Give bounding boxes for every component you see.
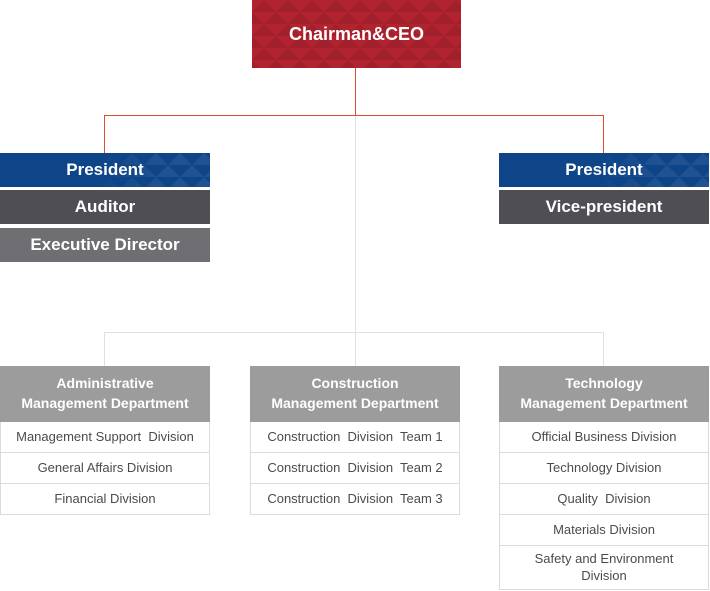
department-name-line1: Construction — [311, 375, 399, 392]
connector-dept-admin-drop — [104, 332, 105, 366]
division-item: Construction Division Team 3 — [267, 490, 443, 506]
department-header-administrative: Administrative Management Department — [0, 366, 210, 422]
department-header-construction: Construction Management Department — [250, 366, 460, 422]
division-list-administrative: Management Support Division General Affa… — [0, 422, 210, 515]
chairman-ceo-box: Chairman&CEO — [252, 0, 461, 68]
connector-center-vertical — [355, 116, 356, 332]
auditor-box: Auditor — [0, 190, 210, 224]
connector-top-horizontal — [104, 115, 604, 116]
division-item: Quality Division — [500, 484, 708, 515]
department-header-technology: Technology Management Department — [499, 366, 709, 422]
division-item: Financial Division — [54, 490, 156, 506]
connector-right-president-drop — [603, 115, 604, 153]
division-item: Construction Division Team 1 — [251, 422, 459, 453]
president-box-right: President — [499, 153, 709, 187]
triangle-pattern-blue — [499, 153, 709, 187]
auditor-label: Auditor — [74, 197, 136, 216]
triangle-pattern-blue — [0, 153, 210, 187]
president-left-label: President — [66, 160, 144, 179]
connector-bottom-horizontal — [104, 332, 604, 333]
vice-president-label: Vice-president — [545, 197, 663, 216]
executive-director-box: Executive Director — [0, 228, 210, 262]
division-item: Technology Division — [500, 453, 708, 484]
division-item: Materials Division — [500, 515, 708, 546]
connector-chairman-stub — [355, 68, 356, 115]
department-name-line1: Administrative — [56, 375, 154, 392]
connector-left-president-drop — [104, 115, 105, 153]
vice-president-box: Vice-president — [499, 190, 709, 224]
connector-dept-constr-drop — [355, 332, 356, 366]
president-box-left: President — [0, 153, 210, 187]
division-item: Official Business Division — [500, 422, 708, 453]
division-item: General Affairs Division — [1, 453, 209, 484]
division-item: Management Support Division — [1, 422, 209, 453]
chairman-ceo-label: Chairman&CEO — [288, 23, 425, 44]
department-name-line2: Management Department — [271, 395, 439, 411]
executive-director-label: Executive Director — [30, 235, 180, 254]
division-item: Construction Division Team 2 — [251, 453, 459, 484]
president-right-label: President — [565, 160, 643, 179]
division-item: Safety and Environment Division — [534, 551, 674, 583]
department-name-line1: Technology — [565, 375, 643, 392]
department-name-line2: Management Department — [520, 395, 688, 411]
triangle-pattern-red — [252, 0, 461, 68]
division-list-technology: Official Business Division Technology Di… — [499, 422, 709, 590]
department-name-line2: Management Department — [21, 395, 189, 411]
division-list-construction: Construction Division Team 1 Constructio… — [250, 422, 460, 515]
connector-dept-tech-drop — [603, 332, 604, 366]
